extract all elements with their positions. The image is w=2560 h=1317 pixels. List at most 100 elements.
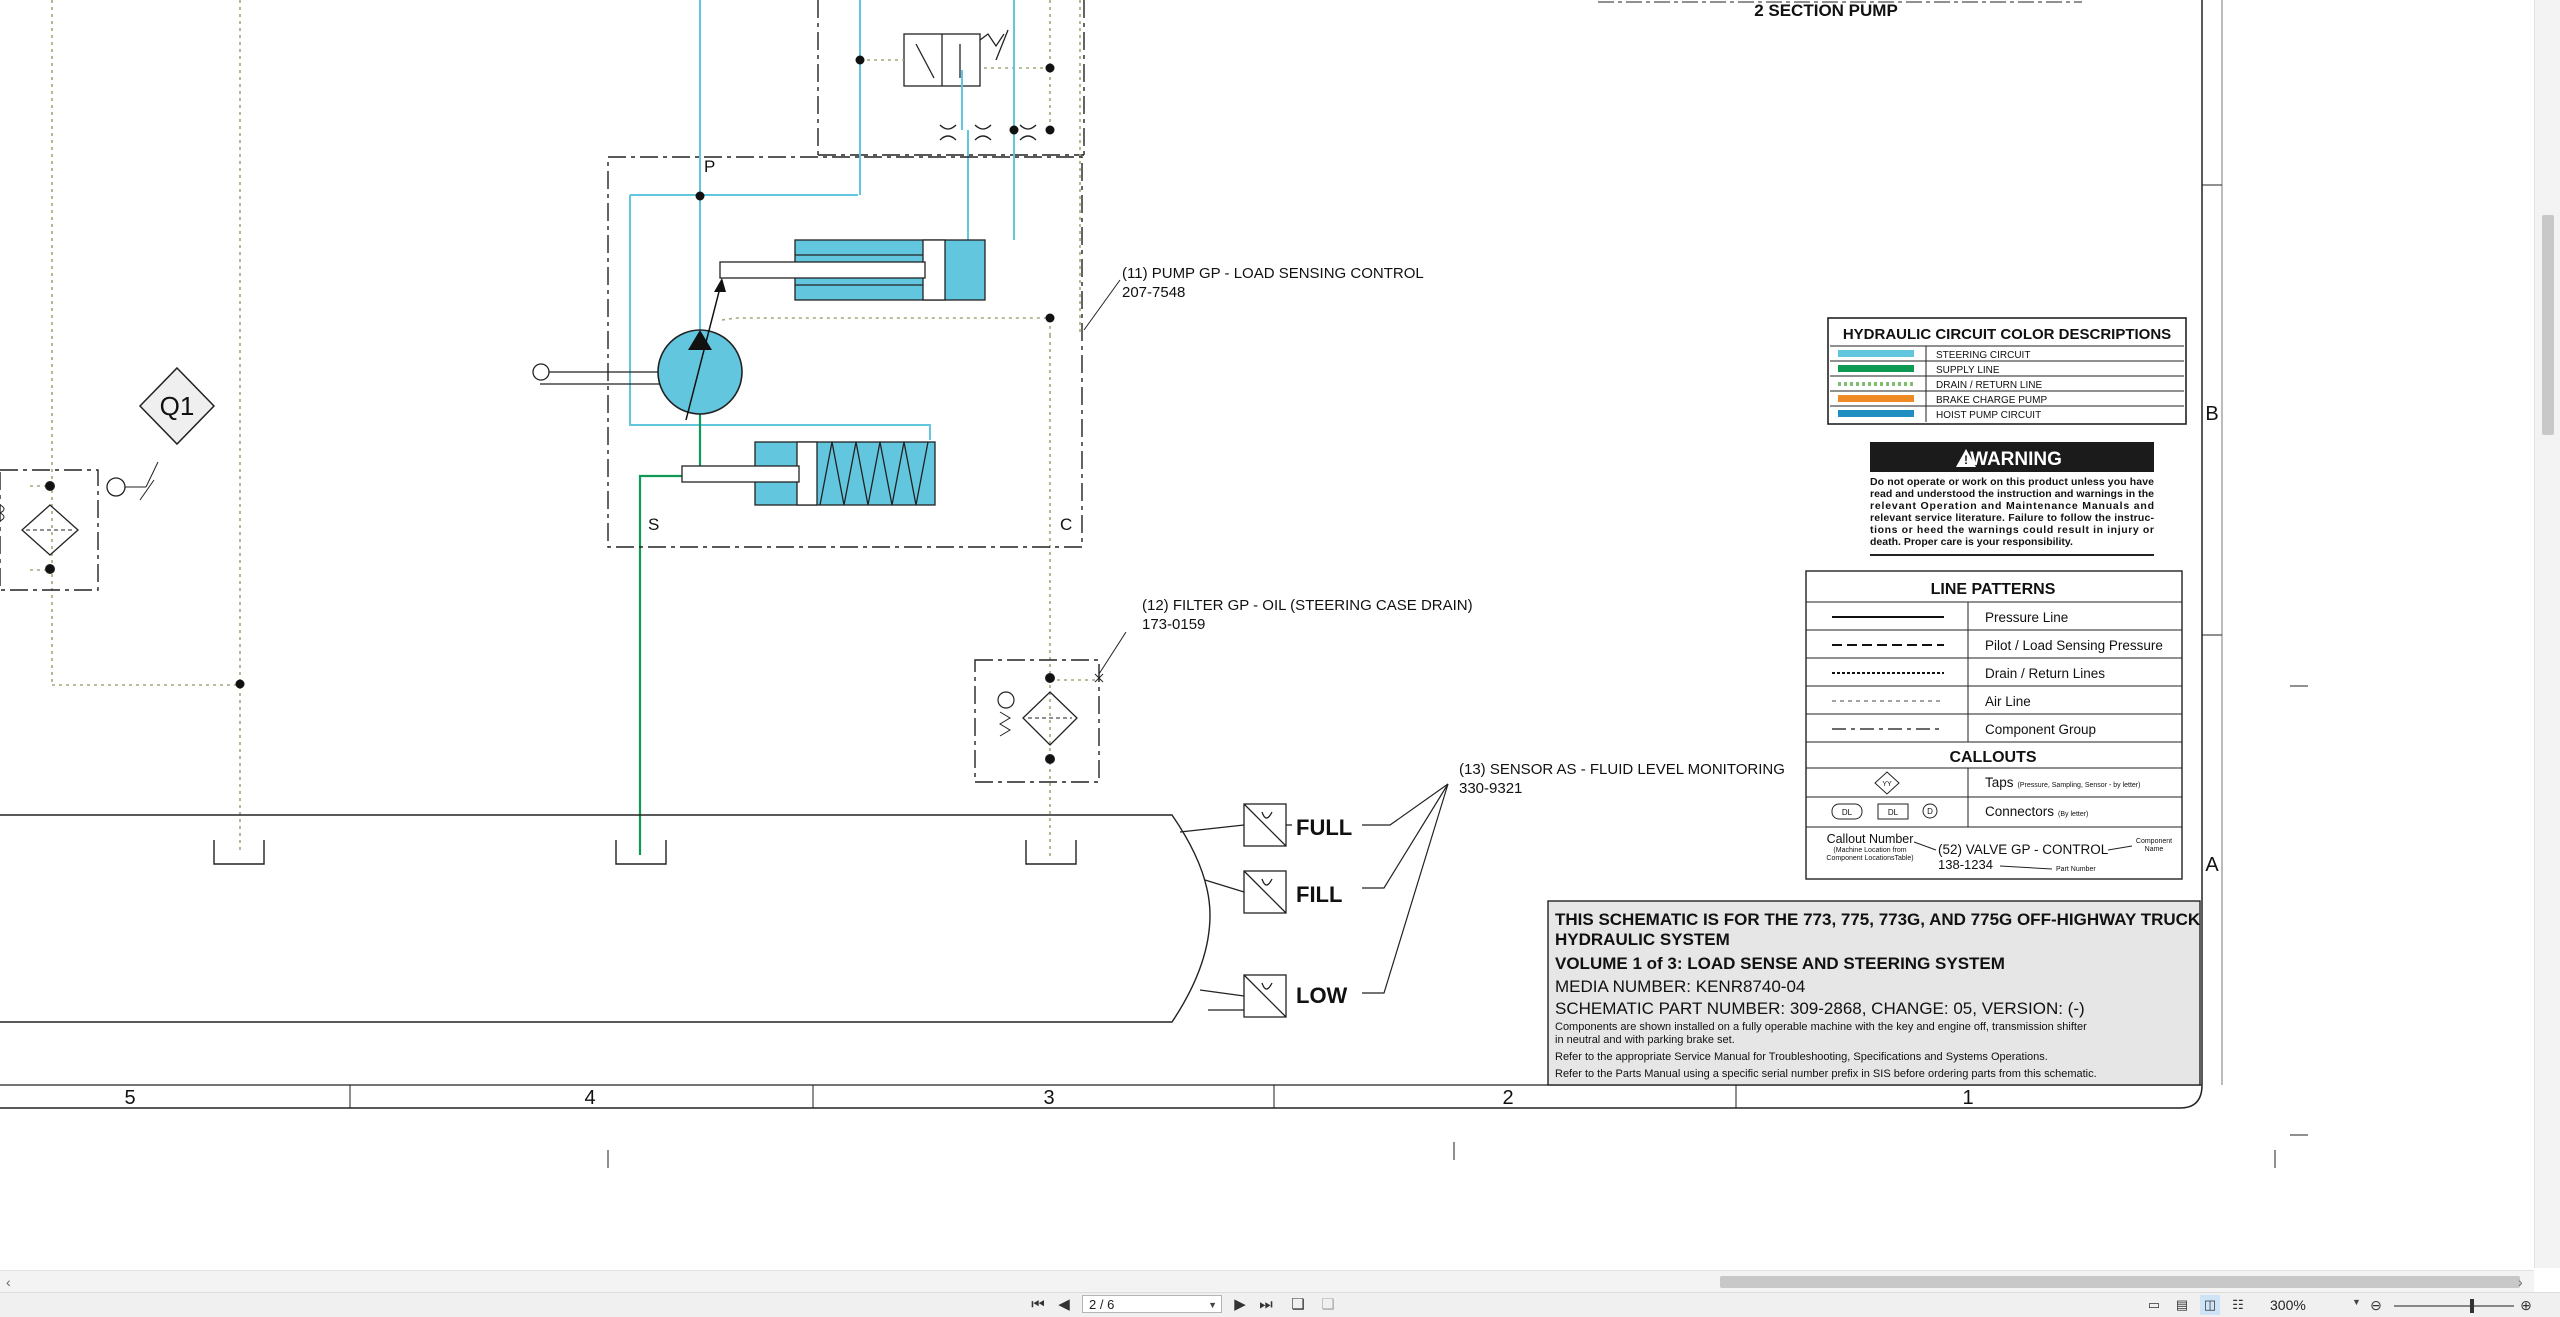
taps-label: Taps(Pressure, Sampling, Sensor - by let… — [1985, 775, 2140, 790]
zoom-slider[interactable] — [2394, 1305, 2514, 1307]
color-swatch — [1838, 365, 1914, 372]
drain-lines — [30, 0, 1100, 860]
svg-text:Part Number: Part Number — [2056, 866, 2096, 873]
title-part-number: SCHEMATIC PART NUMBER: 309-2868, CHANGE:… — [1555, 999, 2085, 1018]
line-pattern-label: Pilot / Load Sensing Pressure — [1985, 638, 2163, 653]
grid-col-3: 3 — [1043, 1087, 1054, 1109]
svg-text:Callout Number: Callout Number — [1827, 832, 1914, 846]
grid-col-5: 5 — [124, 1087, 135, 1109]
port-label-c: C — [1060, 515, 1072, 534]
callout-12-name: (12) FILTER GP - OIL (STEERING CASE DRAI… — [1142, 597, 1473, 614]
svg-text:DL: DL — [1888, 808, 1899, 817]
color-legend-title: HYDRAULIC CIRCUIT COLOR DESCRIPTIONS — [1843, 326, 2171, 343]
facing-view-icon[interactable]: ◫ — [2200, 1295, 2220, 1315]
page-number-select[interactable]: 2 / 6 ▼ — [1082, 1295, 1222, 1313]
title-volume: VOLUME 1 of 3: LOAD SENSE AND STEERING S… — [1555, 954, 2005, 973]
color-legend-item: STEERING CIRCUIT — [1936, 350, 2030, 361]
line-pattern-label: Component Group — [1985, 722, 2096, 737]
svg-text:Refer to the appropriate Servi: Refer to the appropriate Service Manual … — [1555, 1051, 2048, 1063]
callout-11-part: 207-7548 — [1122, 284, 1185, 301]
zoom-out-icon[interactable]: ⊖ — [2370, 1297, 2382, 1313]
page-number-value: 2 / 6 — [1089, 1297, 1115, 1312]
title-media: MEDIA NUMBER: KENR8740-04 — [1555, 977, 1805, 996]
level-label-full: FULL — [1296, 815, 1352, 840]
single-page-view-icon[interactable]: ▭ — [2147, 1297, 2161, 1312]
port-label-p: P — [704, 157, 715, 176]
first-page-icon[interactable]: ⏮ — [1031, 1296, 1045, 1313]
level-label-fill: FILL — [1296, 882, 1342, 907]
book-view-icon[interactable]: ☷ — [2232, 1297, 2244, 1312]
line-pattern-label: Air Line — [1985, 694, 2031, 709]
vertical-scroll-thumb[interactable] — [2542, 215, 2554, 435]
svg-text:tions or heed the warnings cou: tions or heed the warnings could result … — [1870, 524, 2154, 536]
scroll-left-icon[interactable]: ‹ — [6, 1274, 11, 1290]
svg-text:Refer to the Parts Manual usin: Refer to the Parts Manual using a specif… — [1555, 1068, 2097, 1080]
page-history-back-icon[interactable]: ❏ — [1291, 1296, 1305, 1313]
color-swatch — [1838, 350, 1914, 357]
grid-col-4: 4 — [584, 1087, 595, 1109]
grid-col-1: 1 — [1962, 1087, 1973, 1109]
color-legend-item: SUPPLY LINE — [1936, 365, 2000, 376]
page-history-forward-icon[interactable]: ❏ — [1321, 1296, 1335, 1313]
grid-row-a: A — [2205, 854, 2219, 876]
svg-text:Components are shown installed: Components are shown installed on a full… — [1555, 1021, 2087, 1033]
color-swatch — [1838, 395, 1914, 402]
svg-text:Name: Name — [2145, 846, 2164, 853]
title-block: THIS SCHEMATIC IS FOR THE 773, 775, 773G… — [1547, 900, 2201, 1086]
svg-text:in neutral and with parking br: in neutral and with parking brake set. — [1555, 1034, 1735, 1046]
status-bar: ⏮ ◀ 2 / 6 ▼ ▶ ⏭ ❏ ❏ ▭ ▤ ◫ ☷ 300% ▼ ⊖ ⊕ — [0, 1292, 2560, 1317]
svg-text:death. Proper care is your res: death. Proper care is your responsibilit… — [1870, 536, 2073, 548]
svg-text:!: ! — [1964, 453, 1968, 467]
case-drain-filter — [974, 631, 1127, 783]
svg-text:(Machine Location from: (Machine Location from — [1833, 847, 1906, 854]
svg-text:Do not operate or work on this: Do not operate or work on this product u… — [1870, 476, 2154, 488]
level-label-low: LOW — [1296, 983, 1348, 1008]
color-legend-item: BRAKE CHARGE PUMP — [1936, 395, 2047, 406]
spring-cylinder — [681, 441, 936, 506]
grid-col-2: 2 — [1502, 1087, 1513, 1109]
grid-row-b: B — [2205, 403, 2218, 425]
pump-section-title: 2 SECTION PUMP — [1754, 1, 1898, 20]
color-legend-item: DRAIN / RETURN LINE — [1936, 380, 2042, 391]
zoom-in-icon[interactable]: ⊕ — [2520, 1297, 2532, 1313]
port-label-s: S — [648, 515, 659, 534]
callout-12-part: 173-0159 — [1142, 616, 1205, 633]
zoom-level[interactable]: 300% — [2270, 1297, 2306, 1313]
color-legend: HYDRAULIC CIRCUIT COLOR DESCRIPTIONS STE… — [1827, 317, 2187, 425]
next-page-icon[interactable]: ▶ — [1234, 1296, 1246, 1313]
vertical-scrollbar[interactable] — [2534, 0, 2560, 1268]
sensor-full — [1179, 803, 1292, 847]
title-line-1: THIS SCHEMATIC IS FOR THE 773, 775, 773G… — [1555, 910, 2201, 929]
directional-valve — [903, 29, 1037, 141]
zoom-slider-knob[interactable] — [2470, 1299, 2474, 1313]
continuous-view-icon[interactable]: ▤ — [2175, 1297, 2189, 1312]
left-filter — [0, 461, 159, 591]
svg-text:read and understood the instru: read and understood the instruction and … — [1870, 488, 2154, 500]
connectors-label: Connectors(By letter) — [1985, 804, 2088, 819]
pump-group-box — [607, 156, 1083, 548]
line-pattern-label: Drain / Return Lines — [1985, 666, 2105, 681]
horizontal-scroll-thumb[interactable] — [1720, 1276, 2520, 1288]
callout-13-leaders — [1362, 783, 1449, 994]
callout-13-name: (13) SENSOR AS - FLUID LEVEL MONITORING — [1459, 761, 1785, 778]
previous-page-icon[interactable]: ◀ — [1058, 1296, 1070, 1313]
svg-text:Component LocationsTable): Component LocationsTable) — [1826, 855, 1913, 862]
svg-text:YY: YY — [1882, 781, 1892, 788]
svg-text:relevant service literature. F: relevant service literature. Failure to … — [1870, 512, 2155, 524]
scroll-right-icon[interactable]: › — [2518, 1274, 2523, 1290]
svg-text:D: D — [1927, 807, 1933, 816]
svg-text:relevant Operation and Mainten: relevant Operation and Maintenance Manua… — [1870, 500, 2154, 512]
horizontal-scrollbar[interactable]: ‹ › — [0, 1270, 2534, 1293]
color-swatch — [1838, 410, 1914, 417]
warning-box: ! WARNING Do not operate or work on this… — [1870, 442, 2155, 556]
variable-pump — [532, 191, 743, 421]
sensor-low — [1199, 974, 1287, 1018]
tap-q1-label: Q1 — [160, 391, 195, 421]
svg-text:DL: DL — [1842, 808, 1853, 817]
document-viewport[interactable]: 5 4 3 2 1 B A 2 SECTION PUMP — [0, 0, 2560, 1268]
chevron-down-icon: ▼ — [1208, 1300, 1217, 1310]
example-callout: (52) VALVE GP - CONTROL — [1938, 842, 2109, 857]
zoom-chevron-down-icon[interactable]: ▼ — [2352, 1297, 2361, 1307]
last-page-icon[interactable]: ⏭ — [1259, 1296, 1273, 1313]
callout-11-name: (11) PUMP GP - LOAD SENSING CONTROL — [1122, 265, 1424, 282]
